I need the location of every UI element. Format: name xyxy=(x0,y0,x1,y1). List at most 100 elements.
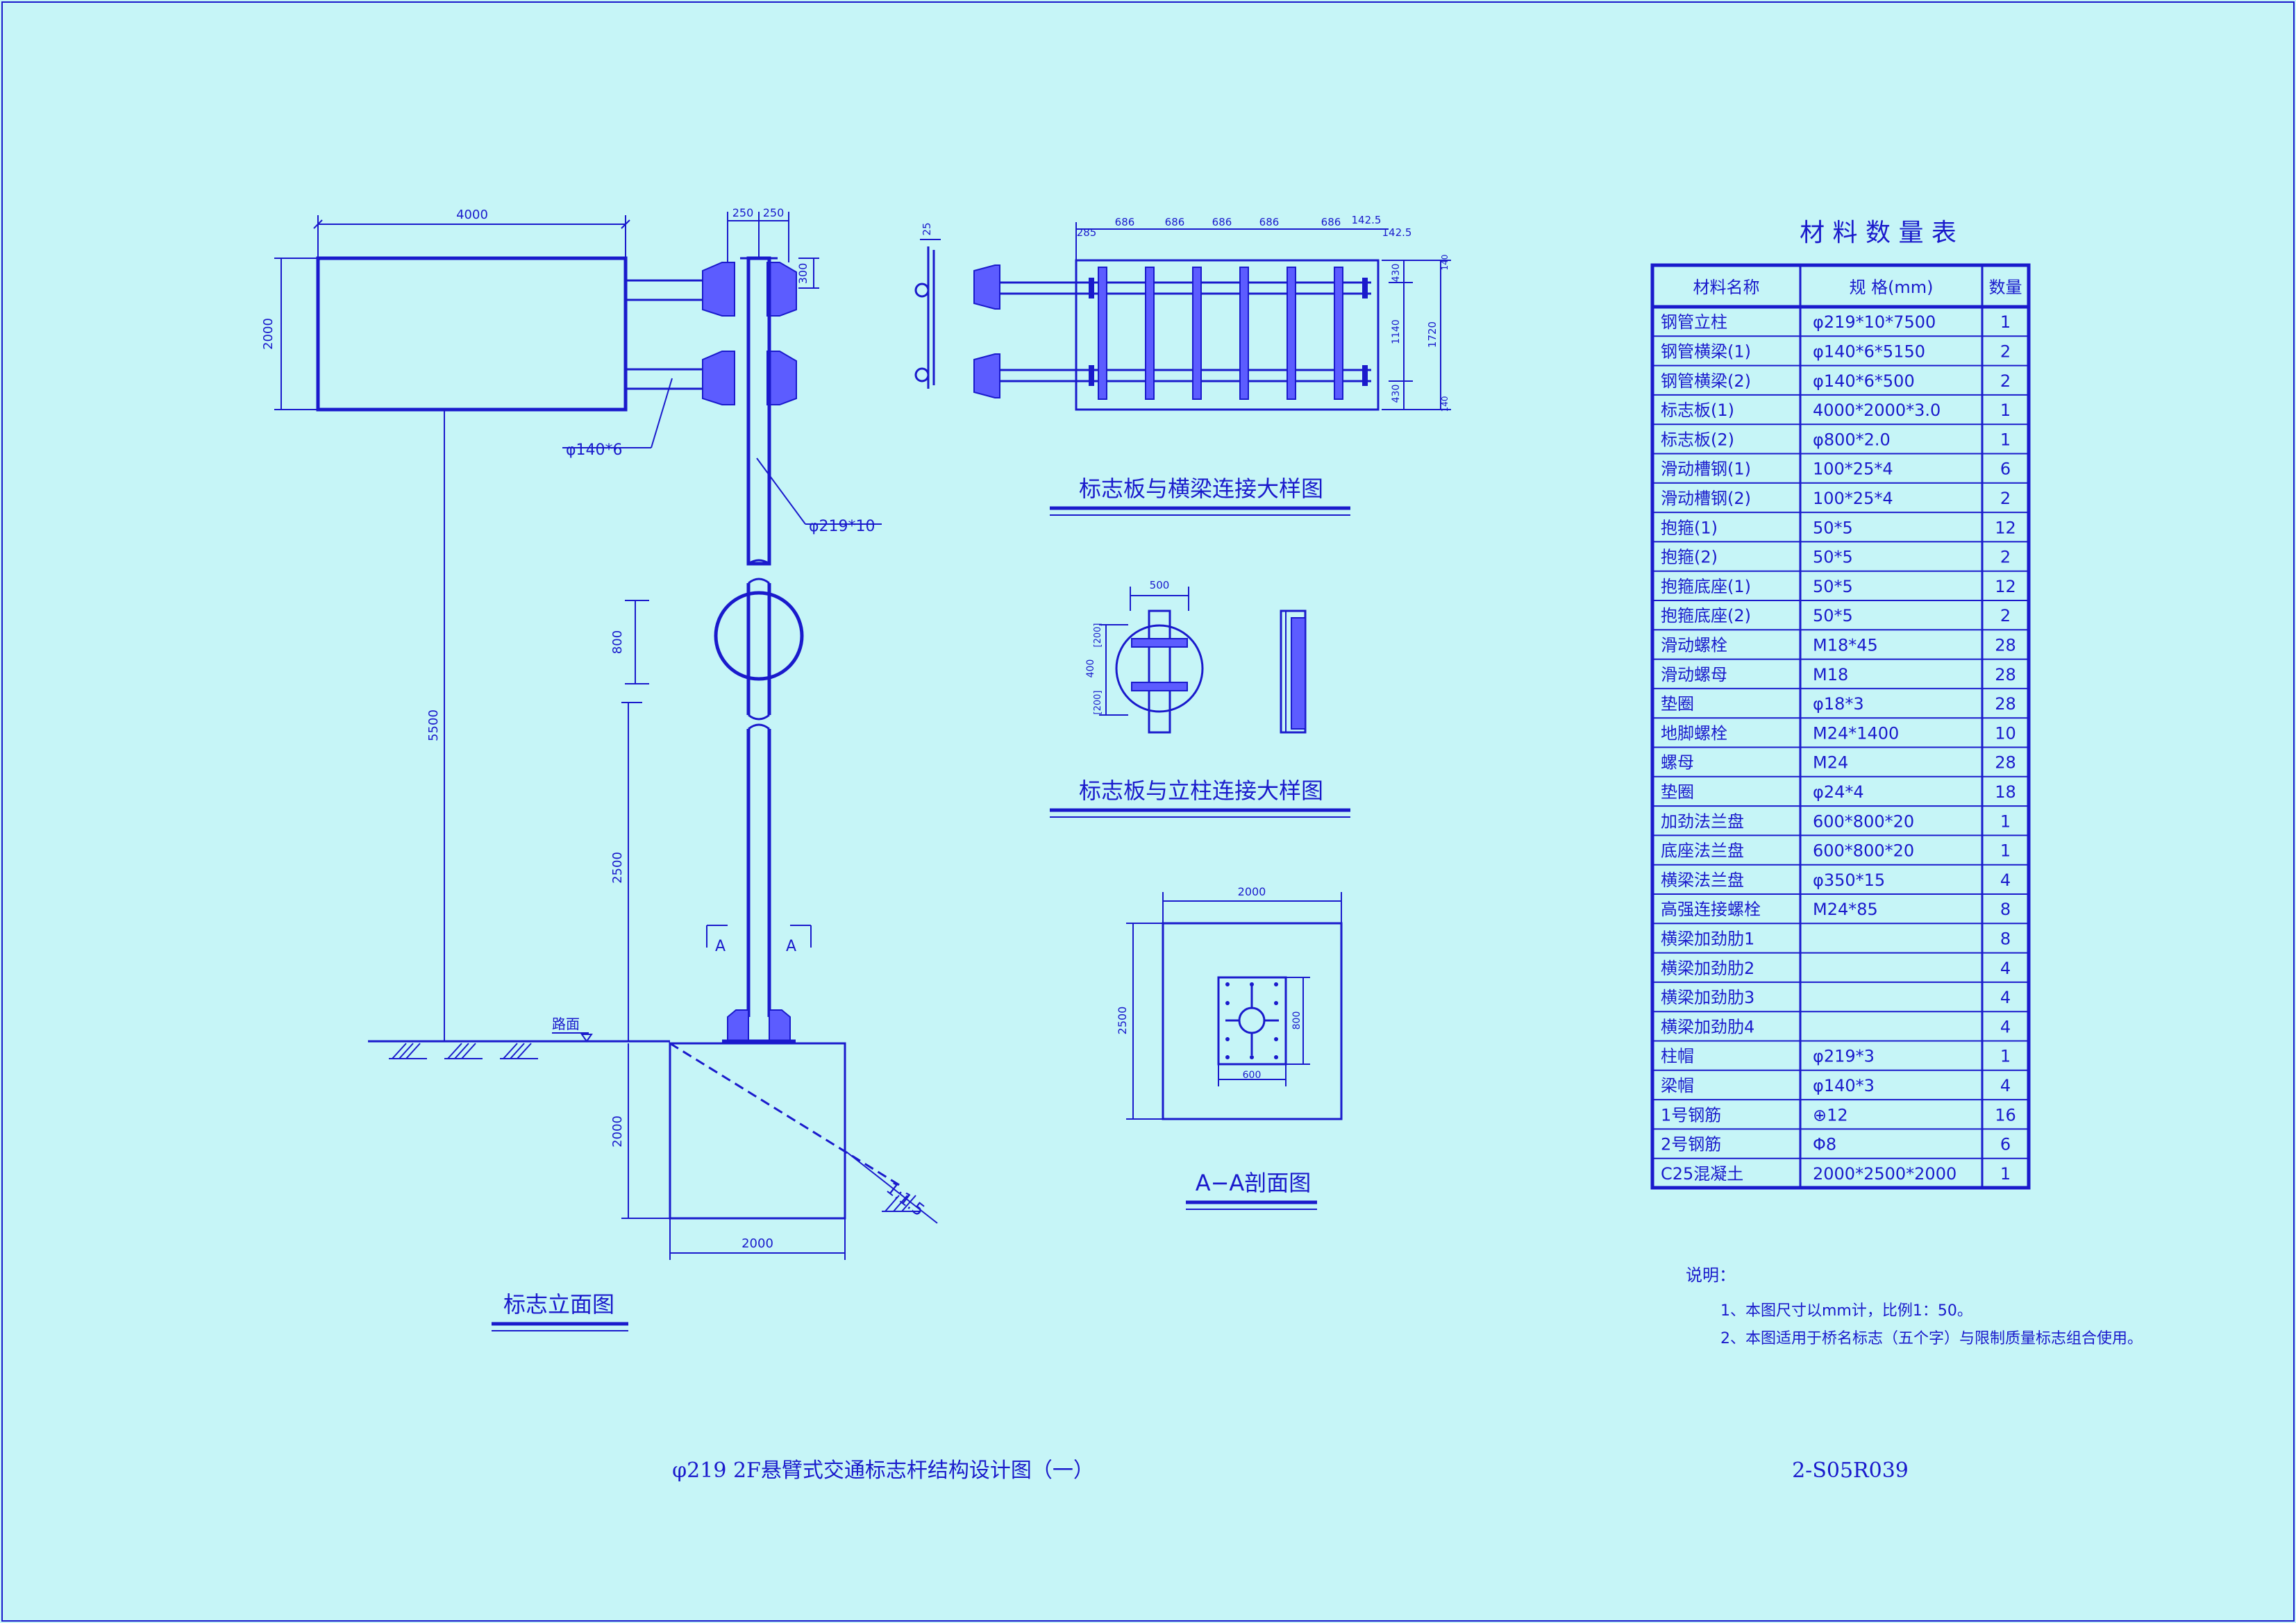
note-1: 1、本图尺寸以mm计，比例1：50。 xyxy=(1720,1302,1972,1320)
table-cell-qty: 12 xyxy=(1995,518,2016,537)
table-cell-qty: 1 xyxy=(2000,1047,2011,1066)
section-mark-left: A xyxy=(715,938,726,955)
table-cell-name: 2号钢筋 xyxy=(1661,1135,1721,1154)
dim-post-detail-height: 400 xyxy=(1085,659,1096,678)
table-cell-name: 垫圈 xyxy=(1661,782,1694,802)
base-plate xyxy=(1217,976,1287,1066)
table-cell-spec: 50*5 xyxy=(1813,518,1853,537)
table-cell-name: 螺母 xyxy=(1661,753,1694,773)
table-cell-spec: 50*5 xyxy=(1813,577,1853,596)
dim-flange-left: 250 xyxy=(732,206,754,219)
dim-top-1: 686 xyxy=(1115,216,1135,228)
sign-post-detail: 500 [200] 400 [200] 标志板与立柱连接大样图 xyxy=(1050,579,1350,818)
table-title: 材 料 数 量 表 xyxy=(1800,219,1956,247)
table-cell-name: 底座法兰盘 xyxy=(1661,841,1744,861)
dim-post-detail-bottom: [200] xyxy=(1093,691,1103,715)
table-cell-qty: 8 xyxy=(2000,900,2011,919)
table-cell-qty: 1 xyxy=(2000,312,2011,332)
dim-plate-height: 800 xyxy=(1291,1011,1302,1030)
dim-top-0: 285 xyxy=(1077,226,1097,239)
dim-sign-height: 2000 xyxy=(261,318,276,350)
table-cell-qty: 1 xyxy=(2000,1164,2011,1184)
table-cell-qty: 1 xyxy=(2000,430,2011,449)
dim-top-6: 142.5 xyxy=(1352,214,1382,226)
table-cell-name: 横梁加劲肋2 xyxy=(1661,959,1754,978)
table-cell-qty: 10 xyxy=(1995,723,2016,743)
table-cell-qty: 4 xyxy=(2000,1076,2011,1095)
table-cell-spec: φ800*2.0 xyxy=(1813,430,1891,449)
table-cell-name: 钢管横梁(1) xyxy=(1661,342,1751,361)
dim-beam-gap: 300 xyxy=(796,263,810,285)
table-cell-qty: 1 xyxy=(2000,401,2011,420)
title-section-aa: A−A剖面图 xyxy=(1196,1170,1312,1196)
sign-beam-detail: 25 285 686 686 686 xyxy=(914,214,1451,516)
dim-top-4: 686 xyxy=(1259,216,1280,228)
notes-heading: 说明： xyxy=(1686,1265,1736,1285)
table-cell-spec: M24*1400 xyxy=(1813,723,1899,743)
table-cell-spec: 100*25*4 xyxy=(1813,460,1893,479)
table-cell-name: 抱箍底座(1) xyxy=(1661,577,1751,596)
dim-right-1: 1140 xyxy=(1391,319,1402,344)
table-cell-name: 高强连接螺栓 xyxy=(1661,900,1761,919)
table-cell-qty: 2 xyxy=(2000,371,2011,391)
drawing-title: φ219 2F悬臂式交通标志杆结构设计图（一） xyxy=(672,1458,1094,1483)
lower-beam-flange xyxy=(702,351,735,405)
table-header: 规 格(mm) xyxy=(1849,278,1933,297)
section-aa: 2000 2500 600 800 A−A剖面图 xyxy=(1116,885,1343,1210)
dim-sign-width: 4000 xyxy=(456,208,488,222)
table-cell-name: 标志板(1) xyxy=(1661,401,1734,420)
dim-post-lower: 2500 xyxy=(610,852,625,884)
table-cell-qty: 1 xyxy=(2000,841,2011,861)
table-cell-name: 横梁加劲肋4 xyxy=(1661,1017,1754,1036)
table-cell-qty: 28 xyxy=(1995,635,2016,655)
table-cell-name: 标志板(2) xyxy=(1661,430,1734,449)
table-cell-qty: 18 xyxy=(1995,782,2016,802)
table-cell-qty: 28 xyxy=(1995,694,2016,714)
steel-post xyxy=(746,256,771,566)
table-cell-qty: 28 xyxy=(1995,753,2016,773)
table-cell-name: 抱箍(2) xyxy=(1661,548,1718,567)
disc-front xyxy=(1115,624,1204,713)
dim-section-width: 2000 xyxy=(1238,885,1266,898)
table-cell-qty: 2 xyxy=(2000,606,2011,625)
table-cell-qty: 4 xyxy=(2000,871,2011,890)
label-road: 路面 xyxy=(552,1016,580,1032)
slope-line xyxy=(669,1042,903,1188)
table-cell-qty: 6 xyxy=(2000,460,2011,479)
table-cell-qty: 2 xyxy=(2000,548,2011,567)
table-cell-spec: M18 xyxy=(1813,665,1848,684)
table-cell-qty: 4 xyxy=(2000,1017,2011,1036)
notes: 说明： 1、本图尺寸以mm计，比例1：50。 2、本图适用于桥名标志（五个字）与… xyxy=(1686,1265,2143,1347)
table-cell-spec: φ140*6*5150 xyxy=(1813,342,1925,361)
upper-beam-flange xyxy=(702,262,735,317)
table-cell-qty: 2 xyxy=(2000,342,2011,361)
title-sign-post-detail: 标志板与立柱连接大样图 xyxy=(1079,777,1323,804)
table-cell-name: 1号钢筋 xyxy=(1661,1105,1721,1125)
table-cell-spec: φ140*6*500 xyxy=(1813,371,1915,391)
dim-post-detail-top: [200] xyxy=(1093,623,1103,648)
table-cell-name: 钢管立柱 xyxy=(1661,312,1727,332)
dim-post-height: 5500 xyxy=(426,709,441,741)
table-cell-name: C25混凝土 xyxy=(1661,1164,1743,1184)
label-slope: 1:1.5 xyxy=(882,1179,928,1220)
dim-top-3: 686 xyxy=(1212,216,1232,228)
table-cell-spec: φ350*15 xyxy=(1813,871,1885,890)
table-cell-qty: 16 xyxy=(1995,1105,2016,1125)
dim-plate-width: 600 xyxy=(1243,1070,1262,1081)
table-cell-qty: 8 xyxy=(2000,929,2011,948)
dim-plate-thickness: 25 xyxy=(921,222,933,235)
table-cell-spec: φ219*10*7500 xyxy=(1813,312,1936,332)
dim-edge-bottom: 140 xyxy=(1440,396,1450,412)
dim-right-2: 430 xyxy=(1391,385,1402,403)
table-cell-name: 柱帽 xyxy=(1661,1047,1694,1066)
table-cell-spec: 50*5 xyxy=(1813,606,1853,625)
sign-board xyxy=(316,256,628,412)
table-cell-spec: 600*800*20 xyxy=(1813,812,1914,831)
table-cell-spec: 600*800*20 xyxy=(1813,841,1914,861)
table-cell-name: 抱箍(1) xyxy=(1661,518,1718,537)
table-cell-spec: Φ8 xyxy=(1813,1135,1836,1154)
dim-disc: 800 xyxy=(610,630,625,654)
